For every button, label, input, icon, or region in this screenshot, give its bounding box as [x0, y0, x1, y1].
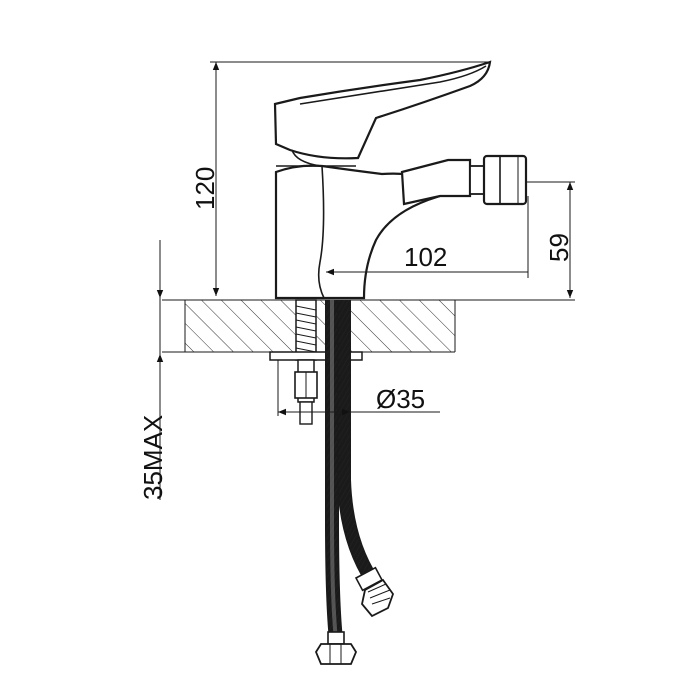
spray-nozzle: [400, 154, 528, 206]
dimension-max-thickness: 35MAX: [138, 240, 168, 500]
outlet-height-label: 59: [544, 233, 574, 262]
dimension-height-120: 120: [190, 61, 490, 296]
height-label: 120: [190, 167, 220, 210]
lever-handle: [273, 60, 492, 167]
dimension-outlet-59: 59: [526, 181, 575, 298]
dimension-reach-102: 102: [326, 196, 529, 278]
hose-fitting-left: [314, 631, 358, 665]
flexible-hose-left: [325, 300, 343, 641]
mounting-rod: [269, 299, 363, 425]
reach-label: 102: [404, 242, 447, 272]
flexible-hose-right: [337, 300, 378, 584]
max-thickness-label: 35MAX: [138, 415, 168, 500]
countertop-section: [162, 299, 575, 353]
diameter-label: Ø35: [376, 384, 425, 414]
dimension-diameter-35: Ø35: [277, 360, 440, 416]
hose-fitting-right: [354, 566, 395, 618]
